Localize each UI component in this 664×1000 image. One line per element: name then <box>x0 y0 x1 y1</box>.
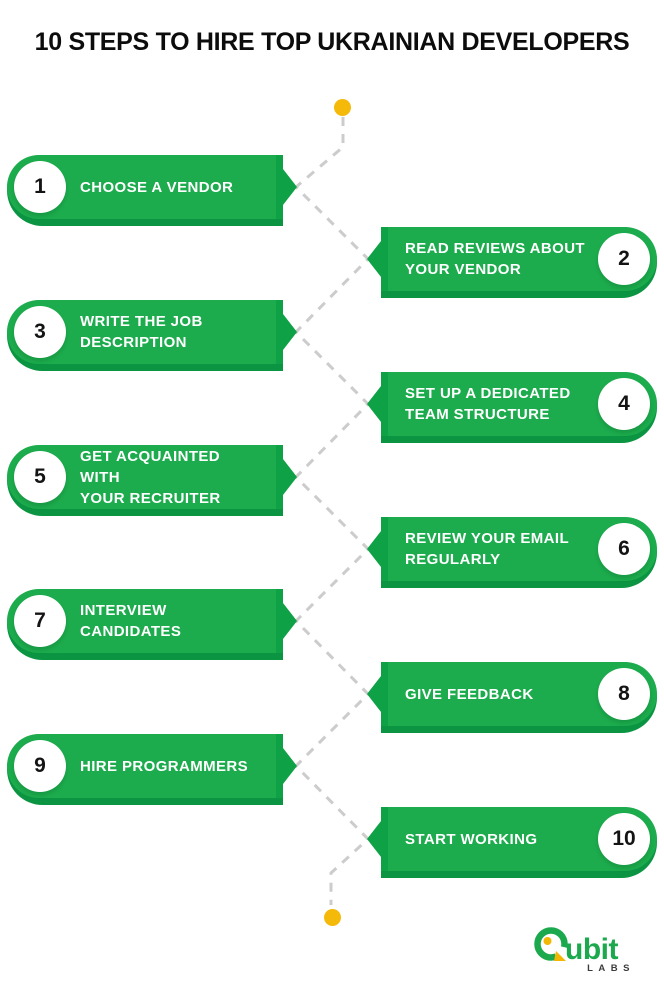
banner-arrow-tip <box>283 748 297 784</box>
step-banner: 2 READ REVIEWS ABOUT YOUR VENDOR <box>367 227 657 298</box>
step-banner-edge-band <box>381 227 388 291</box>
banner-arrow-tip <box>367 386 381 422</box>
step-number-badge: 8 <box>598 668 650 720</box>
step-label: HIRE PROGRAMMERS <box>80 757 249 775</box>
step-label: WRITE THE JOB DESCRIPTION <box>80 313 203 351</box>
step-banner: 4 SET UP A DEDICATED TEAM STRUCTURE <box>367 372 657 443</box>
step-number-badge: 5 <box>14 451 66 503</box>
step-banner: 10 START WORKING <box>367 807 657 878</box>
step-label: SET UP A DEDICATED TEAM STRUCTURE <box>405 385 571 423</box>
step-number-badge: 6 <box>598 523 650 575</box>
step-label: GIVE FEEDBACK <box>405 685 534 703</box>
banner-arrow-tip <box>283 169 297 205</box>
step-banner: 5 GET ACQUAINTED WITH YOUR RECRUITER <box>7 445 297 516</box>
step-label: INTERVIEW CANDIDATES <box>80 602 182 640</box>
step-label: CHOOSE A VENDOR <box>80 178 234 196</box>
logo-sub-text: LABS <box>587 963 635 974</box>
step-banner: 9 HIRE PROGRAMMERS <box>7 734 297 805</box>
step-banner-edge-band <box>381 517 388 581</box>
step-number-badge: 10 <box>598 813 650 865</box>
step-banner-edge-band <box>276 734 283 798</box>
step-banner: 8 GIVE FEEDBACK <box>367 662 657 733</box>
step-banner: 3 WRITE THE JOB DESCRIPTION <box>7 300 297 371</box>
step-banner: 7 INTERVIEW CANDIDATES <box>7 589 297 660</box>
step-number: 5 <box>34 465 46 488</box>
step-number-badge: 9 <box>14 740 66 792</box>
banner-arrow-tip <box>367 241 381 277</box>
step-number-badge: 3 <box>14 306 66 358</box>
step-number-badge: 4 <box>598 378 650 430</box>
step-number: 1 <box>34 175 46 198</box>
step-banner-edge-band <box>381 372 388 436</box>
step-label: REVIEW YOUR EMAIL REGULARLY <box>405 530 570 568</box>
step-number-badge: 1 <box>14 161 66 213</box>
banner-arrow-tip <box>283 459 297 495</box>
step-banner-edge-band <box>276 445 283 509</box>
step-number-badge: 7 <box>14 595 66 647</box>
banner-arrow-tip <box>283 314 297 350</box>
step-number: 10 <box>612 827 636 850</box>
step-label: READ REVIEWS ABOUT YOUR VENDOR <box>405 240 585 278</box>
step-number: 8 <box>618 682 630 705</box>
timeline-start-dot <box>334 99 351 116</box>
logo-brand-text: ubit <box>565 933 618 966</box>
qubit-logo: ubit LABS <box>532 925 636 974</box>
timeline-end-dot <box>324 909 341 926</box>
step-label: START WORKING <box>405 830 538 848</box>
banner-arrow-tip <box>367 531 381 567</box>
step-banner-edge-band <box>276 155 283 219</box>
step-banner-edge-band <box>276 589 283 653</box>
step-number: 6 <box>618 537 630 560</box>
banner-arrow-tip <box>283 603 297 639</box>
step-number: 3 <box>34 320 46 343</box>
step-banner-edge-band <box>276 300 283 364</box>
step-banner: 6 REVIEW YOUR EMAIL REGULARLY <box>367 517 657 588</box>
banner-arrow-tip <box>367 821 381 857</box>
step-number: 4 <box>618 392 630 415</box>
step-banner-edge-band <box>381 807 388 871</box>
q-logo-icon <box>534 927 568 961</box>
step-number-badge: 2 <box>598 233 650 285</box>
step-label: GET ACQUAINTED WITH YOUR RECRUITER <box>80 447 221 507</box>
step-number: 2 <box>618 247 630 270</box>
step-banner-edge-band <box>381 662 388 726</box>
step-banner: 1 CHOOSE A VENDOR <box>7 155 297 226</box>
page-title: 10 STEPS TO HIRE TOP UKRAINIAN DEVELOPER… <box>34 28 630 56</box>
step-number: 9 <box>34 754 46 777</box>
banner-arrow-tip <box>367 676 381 712</box>
step-number: 7 <box>34 609 46 632</box>
